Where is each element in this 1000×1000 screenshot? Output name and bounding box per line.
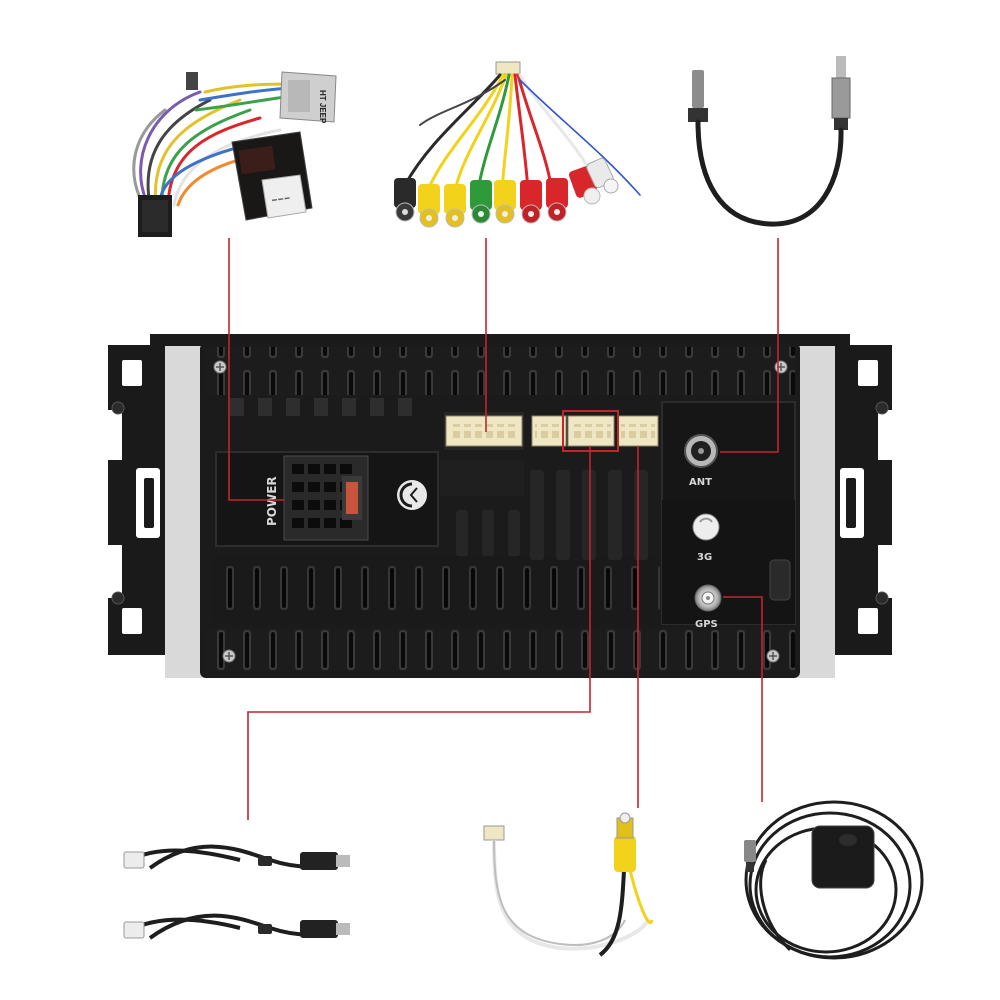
power-connector-line xyxy=(228,238,284,501)
rca-plug-icon xyxy=(470,180,492,224)
bezel-right xyxy=(797,340,835,678)
camera-cable-accessory xyxy=(483,812,654,957)
radio-antenna-adapter-accessory xyxy=(688,56,851,227)
rca-plug-icon xyxy=(586,157,619,194)
rca-plug-icon xyxy=(546,178,568,222)
rca-av-cable-accessory xyxy=(394,61,641,228)
gps-port-label: GPS xyxy=(695,619,718,630)
head-unit-rear-panel: POWER xyxy=(108,334,892,678)
power-port-label: POWER xyxy=(265,476,279,526)
camera-socket xyxy=(617,415,659,447)
harness-adapter-label: HT JEEP xyxy=(318,90,327,124)
usb-cable-1 xyxy=(123,844,350,870)
body-ribs xyxy=(456,470,648,560)
power-socket: POWER xyxy=(215,451,439,547)
rca-plug-icon xyxy=(614,812,636,872)
rca-plug-icon xyxy=(520,180,542,224)
antenna-port: ANT xyxy=(684,434,718,488)
svg-text:▬ ▬ ▬: ▬ ▬ ▬ xyxy=(272,195,290,203)
usb-connector-line xyxy=(247,446,591,820)
rca-plug-icon xyxy=(444,184,466,228)
harness-adapter-box: ▬ ▬ ▬ xyxy=(231,131,313,221)
usb-socket xyxy=(531,415,567,447)
screw-icon xyxy=(875,591,889,605)
gps-connector-line xyxy=(723,596,763,802)
bezel-left xyxy=(165,340,203,678)
gps-antenna-puck xyxy=(811,825,875,889)
usb-socket-2 xyxy=(567,415,615,447)
power-harness-accessory: ▬ ▬ ▬ HT JEEP xyxy=(132,71,337,237)
bottom-vent-grill xyxy=(205,628,795,676)
fuse-icon xyxy=(342,476,362,520)
cellular-port: 3G xyxy=(692,513,720,563)
ce-mark-icon xyxy=(397,460,524,510)
screw-icon xyxy=(875,401,889,415)
usb-plug-icon xyxy=(300,852,350,870)
usb-cable-2 xyxy=(123,913,350,940)
top-vent-grill xyxy=(205,347,795,395)
gps-antenna-accessory xyxy=(744,800,924,960)
connector-lines xyxy=(228,238,779,820)
screw-icon xyxy=(111,401,125,415)
av-harness-socket xyxy=(444,412,524,450)
rca-plug-icon xyxy=(394,178,416,222)
jeep-connector: HT JEEP xyxy=(279,71,337,124)
antenna-port-label: ANT xyxy=(689,477,712,488)
usb-cables-accessory xyxy=(123,844,350,940)
rca-plug-icon xyxy=(494,180,516,224)
sma-connector-icon xyxy=(694,584,722,612)
cellular-port-label: 3G xyxy=(697,552,712,563)
antenna-connector-line xyxy=(720,238,779,453)
usb-plug-icon xyxy=(300,920,350,938)
screw-icon xyxy=(111,591,125,605)
rca-plug-icon xyxy=(418,184,440,228)
lower-vent-grill xyxy=(212,556,660,622)
gps-port: GPS xyxy=(694,584,722,630)
